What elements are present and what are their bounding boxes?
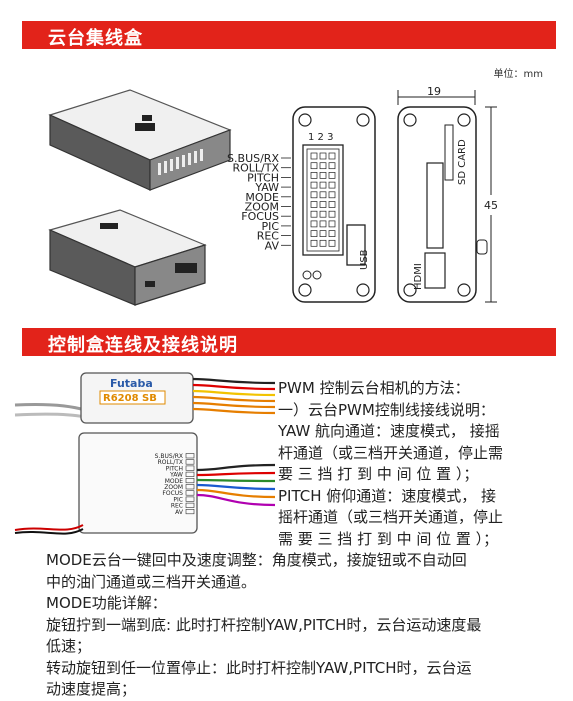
mode-line: 转动旋钮到任一位置停止：此时打杆控制YAW,PITCH时，云台运	[46, 658, 472, 677]
pin-socket	[319, 239, 327, 247]
control-box-port-label: MODE	[165, 478, 184, 485]
pin-socket	[310, 152, 318, 160]
pwm-line: PWM 控制云台相机的方法：	[278, 379, 470, 397]
mode-line: 低速；	[46, 637, 92, 655]
pin-socket	[319, 152, 327, 160]
control-box-port-label: YAW	[169, 472, 183, 479]
pwm-line: PITCH 俯仰通道：速度模式， 接	[278, 486, 497, 505]
port-label: AV	[265, 239, 280, 252]
receiver-model: R6208 SB	[103, 393, 157, 404]
pin-socket	[328, 239, 336, 247]
pin-socket	[328, 210, 336, 218]
pin-header-numbers: 1 2 3	[308, 132, 333, 143]
port-label: REC	[257, 230, 280, 243]
height-dimension: 45	[484, 199, 498, 212]
section-banner-hub: 云台集线盒	[22, 21, 556, 49]
control-box-wiring-illustration: Futaba R6208 SB S.BUS/RXROLL/TXPITCHYAWM…	[14, 372, 276, 535]
pin-socket	[328, 191, 336, 199]
usb-label: USB	[359, 249, 370, 270]
pin-socket	[328, 172, 336, 179]
port-label: PIC	[261, 220, 279, 233]
section-title: 云台集线盒	[48, 28, 143, 49]
mode-line: 旋钮拧到一端到底: 此时打杆控制YAW,PITCH时，云台运动速度最	[46, 615, 482, 634]
control-box-port-label: S.BUS/RX	[155, 453, 183, 460]
mode-line: 中的油门通道或三档开关通道。	[46, 572, 257, 591]
mode-line: MODE功能详解：	[46, 594, 167, 612]
control-box-port-label: ROLL/TX	[158, 459, 183, 466]
pin-socket	[328, 181, 336, 189]
port-label: ZOOM	[245, 201, 279, 214]
pin-socket	[319, 220, 327, 228]
pwm-line: 要 三 挡 打 到 中 间 位 置 ）；	[278, 465, 479, 483]
control-box-port-label: FOCUS	[162, 490, 183, 497]
pin-socket	[310, 181, 318, 189]
pin-socket	[310, 162, 318, 170]
control-box-port-label: PITCH	[166, 465, 183, 472]
pin-socket	[310, 230, 318, 237]
pin-socket	[328, 162, 336, 170]
section-banner-control: 控制盒连线及接线说明	[22, 328, 556, 356]
port-label: S.BUS/RX	[227, 152, 279, 165]
hub-box-illustration-bottom	[48, 209, 207, 306]
pwm-line: 需 要 三 挡 打 到 中 间 位 置 ）；	[278, 529, 499, 548]
control-box-port-label: PIC	[173, 496, 183, 503]
pin-socket	[319, 201, 327, 208]
sd-card-label: SD CARD	[457, 139, 468, 185]
pwm-line: YAW 航向通道：速度模式， 接摇	[278, 422, 500, 440]
unit-note: 单位：mm	[493, 69, 543, 80]
pin-socket	[328, 152, 336, 160]
pin-socket	[319, 162, 327, 170]
hub-side-view: 19 SD CARD HDMI 45	[397, 85, 498, 303]
pin-socket	[319, 172, 327, 179]
hub-front-view: 1 2 3 USB S.BUS/RXROLL/TXPITCHYAWMODEZOO…	[227, 106, 376, 303]
port-label: MODE	[245, 191, 279, 204]
pin-socket	[310, 239, 318, 247]
mode-instructions: MODE云台一键回中及速度调整：角度模式，接旋钮或不自动回中的油门通道或三档开关…	[46, 550, 546, 701]
pwm-line: 一）云台PWM控制线接线说明：	[278, 400, 495, 419]
pwm-line: 摇杆通道（或三档开关通道，停止	[278, 508, 504, 526]
pin-socket	[310, 191, 318, 199]
pin-socket	[319, 210, 327, 218]
pin-socket	[310, 220, 318, 228]
pin-socket	[310, 201, 318, 208]
port-label: FOCUS	[241, 210, 279, 223]
section-title: 控制盒连线及接线说明	[48, 335, 238, 356]
receiver-brand: Futaba	[110, 377, 153, 390]
port-label: PITCH	[247, 171, 279, 184]
pin-socket	[319, 230, 327, 237]
pin-socket	[319, 181, 327, 189]
pin-socket	[310, 210, 318, 218]
pin-socket	[328, 230, 336, 237]
control-box-port-label: REC	[171, 503, 183, 510]
pin-socket	[319, 191, 327, 199]
hub-box-illustration-top	[48, 89, 232, 191]
port-label: ROLL/TX	[232, 162, 279, 175]
pin-socket	[328, 201, 336, 208]
pwm-instructions: PWM 控制云台相机的方法： 一）云台PWM控制线接线说明： YAW 航向通道：速度…	[278, 378, 540, 550]
mode-line: 动速度提高；	[46, 680, 137, 698]
mode-line: MODE云台一键回中及速度调整：角度模式，接旋钮或不自动回	[46, 551, 467, 569]
control-box-port-label: AV	[175, 509, 184, 516]
pwm-line: 杆通道（或三档开关通道，停止需	[278, 443, 504, 462]
port-label: YAW	[254, 181, 279, 194]
hdmi-label: HDMI	[413, 263, 424, 290]
pin-socket	[328, 220, 336, 228]
pin-socket	[310, 172, 318, 179]
width-dimension: 19	[427, 85, 441, 98]
control-box-port-label: ZOOM	[164, 484, 183, 491]
